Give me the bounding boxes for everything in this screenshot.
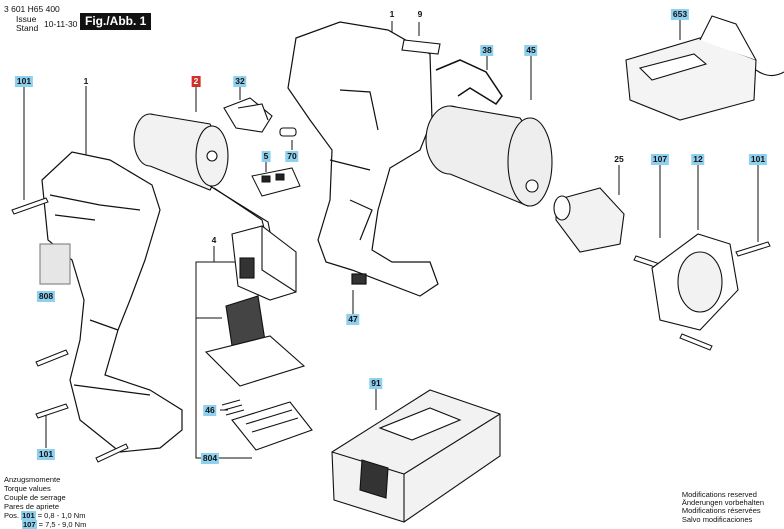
callout-25: 25 [614,154,624,164]
base-plate [221,399,313,451]
callout-32: 32 [233,76,247,87]
callout-45: 45 [524,45,538,56]
modifications-fr: Modifications réservées [681,506,761,516]
callout-808: 808 [36,291,56,302]
callout-12: 12 [691,154,705,165]
callout-2: 2 [191,76,201,87]
callout-91: 91 [369,378,383,389]
callout-1-left: 1 [83,76,89,86]
torque-pos-107: 107 [22,520,37,529]
part-number: 3 601 H65 400 [4,4,60,14]
torque-value-101: = 0,8 - 1,0 Nm [37,511,86,520]
callout-107-right: 107 [650,154,670,165]
switch [204,225,306,387]
callout-1-top: 1 [389,9,395,19]
callout-5: 5 [261,151,271,162]
callout-653: 653 [670,9,690,20]
torque-title-es: Pares de apriete [4,502,60,511]
figure-title: Fig./Abb. 1 [80,13,152,30]
callout-47: 47 [346,314,360,325]
screws [11,197,771,463]
torque-pos-101: 101 [21,511,36,520]
callout-101-bottom: 101 [36,449,56,460]
nameplate-and-clip [401,39,503,105]
torque-row-101: Pos. 101 = 0,8 - 1,0 Nm [4,511,85,520]
issue-label: Issue [16,14,37,24]
callout-101-left: 101 [14,76,34,87]
torque-value-107: = 7,5 - 9,0 Nm [38,520,87,529]
charger [625,15,784,121]
callout-38: 38 [480,45,494,56]
stand-label: Stand [16,23,39,33]
torque-title-de: Anzugsmomente [4,475,61,484]
callout-4: 4 [211,235,217,245]
issue-date: 10-11-30 [44,19,78,29]
battery [331,389,501,523]
part-5 [251,167,301,197]
modifications-es: Salvo modificaciones [681,514,753,524]
gearbox [425,105,553,207]
brush-holder [223,97,297,137]
chuck [553,187,625,253]
housing-right-half [287,21,439,297]
callout-101-right: 101 [748,154,768,165]
torque-title-en: Torque values [4,484,51,493]
callout-9: 9 [417,9,423,19]
housing-left-half [39,151,183,453]
motor [133,113,271,233]
callout-46: 46 [203,405,217,416]
torque-row-107: 107 = 7,5 - 9,0 Nm [22,520,86,529]
torque-title-fr: Couple de serrage [4,493,66,502]
pos-label: Pos. [4,511,20,520]
modifications-notice: Modifications reserved Änderungen vorbeh… [681,490,764,524]
modifications-en: Modifications reserved [681,490,757,499]
callout-804: 804 [200,453,220,464]
callout-70: 70 [285,151,299,162]
modifications-de: Änderungen vorbehalten [681,498,764,508]
gearbox-cover [651,233,739,331]
